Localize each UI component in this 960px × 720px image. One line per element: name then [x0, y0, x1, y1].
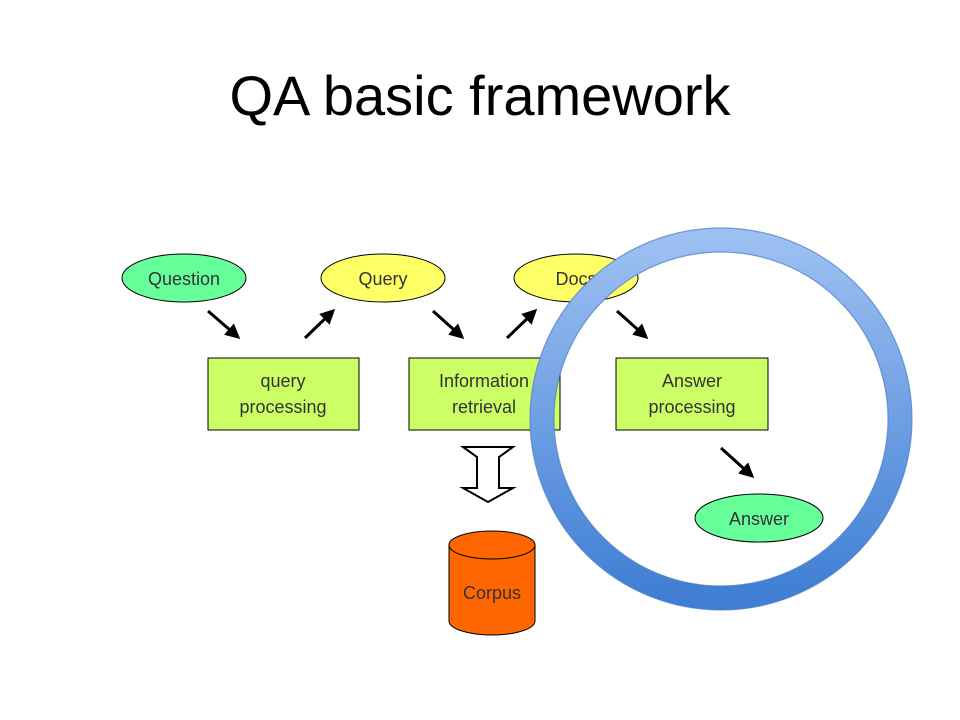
corpus-cylinder: Corpus [448, 530, 536, 636]
highlight-ring-inner-outline [553, 251, 889, 587]
answer-processing-line2: processing [648, 397, 735, 417]
question-label: Question [148, 269, 220, 289]
slide-title: QA basic framework [229, 64, 731, 127]
query-processing-line1: query [260, 371, 305, 391]
arrow-query-to-information-retrieval [431, 309, 465, 340]
information-retrieval-line2: retrieval [452, 397, 516, 417]
arrow-docs-to-answer-processing [615, 309, 649, 340]
answer-processing-box: Answer processing [615, 357, 769, 431]
answer-node: Answer [694, 493, 824, 543]
double-arrow-icon [459, 446, 517, 504]
highlight-ring [530, 228, 912, 610]
query-processing-line2: processing [239, 397, 326, 417]
question-node: Question [121, 253, 247, 303]
answer-processing-line1: Answer [662, 371, 722, 391]
corpus-label: Corpus [463, 583, 521, 603]
arrow-question-to-query-processing [207, 309, 241, 339]
query-node: Query [320, 253, 446, 303]
query-processing-box: query processing [207, 357, 360, 431]
arrow-query-processing-to-query [303, 308, 336, 340]
arrow-answer-processing-to-answer [719, 446, 755, 479]
arrow-information-retrieval-to-docs [505, 308, 538, 340]
answer-label: Answer [729, 509, 789, 529]
information-retrieval-line1: Information [439, 371, 529, 391]
query-label: Query [358, 269, 407, 289]
highlight-ring-outline [529, 227, 913, 611]
